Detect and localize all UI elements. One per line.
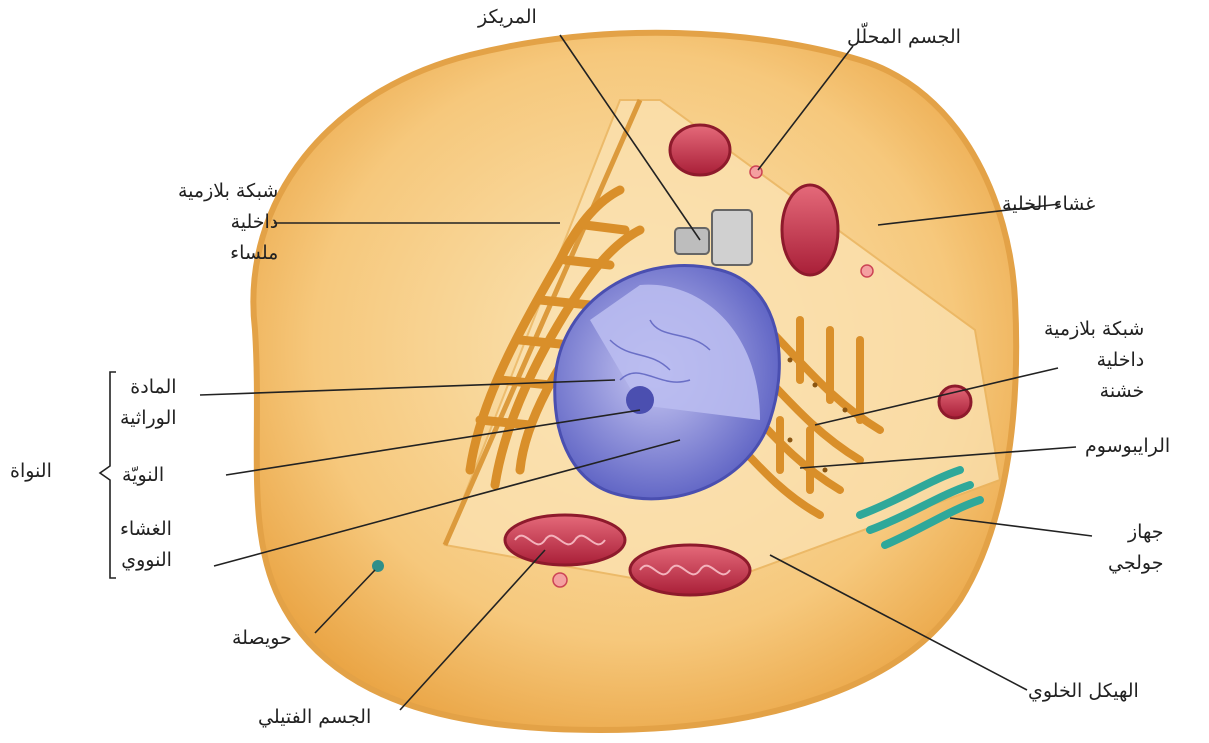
- label-lysosome: الجسم المحلّل: [847, 22, 961, 53]
- label-vesicle: حويصلة: [232, 623, 292, 654]
- label-ribosome: الرايبوسوم: [1085, 431, 1170, 462]
- nucleolus-shape: [626, 386, 654, 414]
- label-mitochondrion: الجسم الفتيلي: [258, 702, 371, 733]
- label-nuclear-envelope: الغشاء النووي: [120, 514, 172, 576]
- label-nucleolus: النويّة: [122, 460, 164, 491]
- label-cytoskeleton: الهيكل الخلوي: [1028, 676, 1139, 707]
- label-chromatin: المادة الوراثية: [120, 372, 177, 434]
- label-rough-er: شبكة بلازمية داخلية خشنة: [1044, 314, 1144, 407]
- label-nucleus: النواة: [10, 456, 52, 487]
- label-centriole: المريكز: [478, 2, 537, 33]
- nucleus-bracket: [100, 372, 116, 578]
- label-golgi: جهاز جولجي: [1108, 517, 1163, 579]
- label-cell-membrane: غشاء الخلية: [1002, 189, 1095, 220]
- label-smooth-er: شبكة بلازمية داخلية ملساء: [178, 176, 278, 269]
